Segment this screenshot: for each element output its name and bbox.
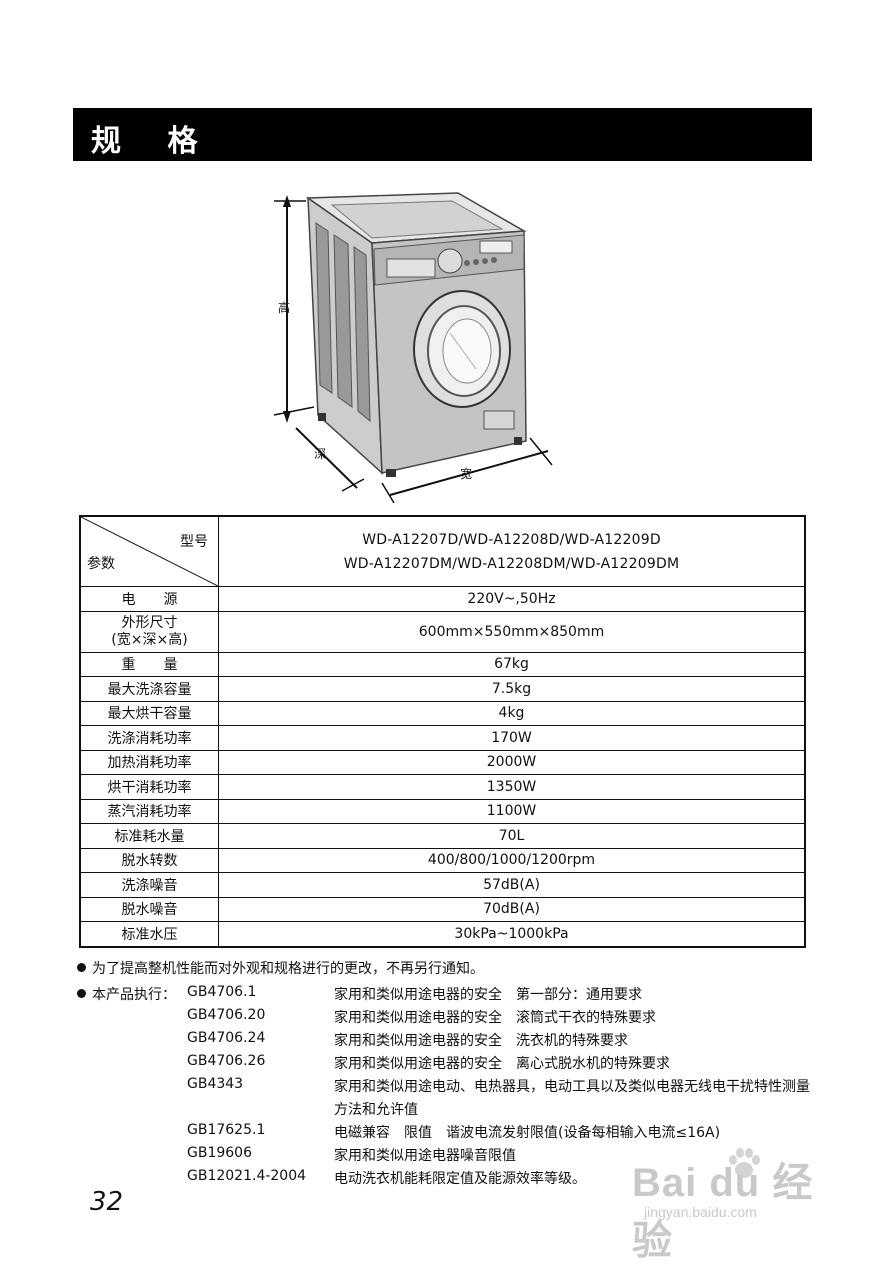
change-notice: 为了提高整机性能而对外观和规格进行的更改，不再另行通知。: [77, 958, 484, 978]
standard-code: GB4706.1: [187, 984, 257, 1000]
bullet-icon: [77, 989, 86, 998]
page-number: 32: [90, 1187, 124, 1217]
param-cell: 洗涤噪音: [79, 872, 219, 898]
bullet-icon: [77, 963, 86, 972]
header-diagonal-cell: 型号 参数: [79, 515, 219, 587]
washing-machine-illustration: 高 深 宽: [262, 183, 562, 504]
standard-code: GB4706.26: [187, 1053, 266, 1069]
table-row: 蒸汽消耗功率 1100W: [79, 798, 806, 824]
value-cell: 2000W: [218, 749, 806, 775]
param-cell: 最大洗涤容量: [79, 676, 219, 702]
value-cell: 57dB(A): [218, 872, 806, 898]
depth-label: 深: [314, 447, 327, 461]
table-row: 最大烘干容量 4kg: [79, 700, 806, 726]
standard-description: 家用和类似用途电器的安全 离心式脱水机的特殊要求: [334, 1056, 670, 1072]
table-row: 洗涤消耗功率 170W: [79, 725, 806, 751]
model-label: 型号: [180, 534, 208, 550]
value-cell: 7.5kg: [218, 676, 806, 702]
watermark-logo-text: Bai du 经验: [632, 1161, 814, 1263]
standard-description: 电磁兼容 限值 谐波电流发射限值(设备每相输入电流≤16A): [334, 1125, 721, 1141]
section-title: 规 格: [91, 124, 216, 159]
standard-code: GB17625.1: [187, 1122, 266, 1138]
value-cell: 400/800/1000/1200rpm: [218, 847, 806, 873]
table-header-row: 型号 参数 WD-A12207D/WD-A12208D/WD-A12209D W…: [79, 515, 806, 587]
baidu-jingyan-watermark: Bai du 经验 jingyan.baidu.com: [632, 1148, 832, 1263]
standard-code: GB4706.20: [187, 1007, 266, 1023]
param-cell: 洗涤消耗功率: [79, 725, 219, 751]
standard-description: 家用和类似用途电器的安全 洗衣机的特殊要求: [334, 1033, 628, 1049]
standards-lead-text: 本产品执行：: [92, 987, 176, 1003]
value-cell: 67kg: [218, 651, 806, 677]
param-cell: 烘干消耗功率: [79, 774, 219, 800]
param-cell: 重 量: [79, 651, 219, 677]
standard-code: GB4706.24: [187, 1030, 266, 1046]
value-cell: 1100W: [218, 798, 806, 824]
param-cell: 外形尺寸 (宽×深×高): [79, 610, 219, 653]
standard-code: GB19606: [187, 1145, 252, 1161]
table-row: 脱水转数 400/800/1000/1200rpm: [79, 847, 806, 873]
model-line-2: WD-A12207DM/WD-A12208DM/WD-A12209DM: [343, 555, 680, 572]
value-cell: 1350W: [218, 774, 806, 800]
param-label: 参数: [87, 556, 115, 572]
table-row: 电 源 220V~,50Hz: [79, 586, 806, 612]
header-diagonal-line: [81, 517, 218, 586]
param-label-main: 外形尺寸: [121, 614, 178, 631]
width-label: 宽: [460, 467, 473, 481]
param-cell: 脱水噪音: [79, 896, 219, 922]
value-cell: 30kPa~1000kPa: [218, 921, 806, 947]
table-row: 加热消耗功率 2000W: [79, 749, 806, 775]
table-row: 外形尺寸 (宽×深×高) 600mm×550mm×850mm: [79, 610, 806, 653]
standard-code: GB4343: [187, 1076, 244, 1092]
param-cell: 蒸汽消耗功率: [79, 798, 219, 824]
param-cell: 最大烘干容量: [79, 700, 219, 726]
param-cell: 标准水压: [79, 921, 219, 947]
model-line-1: WD-A12207D/WD-A12208D/WD-A12209D: [362, 531, 661, 548]
table-row: 标准水压 30kPa~1000kPa: [79, 921, 806, 947]
table-row: 洗涤噪音 57dB(A): [79, 872, 806, 898]
standard-description: 家用和类似用途电器的安全 第一部分：通用要求: [334, 987, 642, 1003]
value-cell: 4kg: [218, 700, 806, 726]
table-row: 烘干消耗功率 1350W: [79, 774, 806, 800]
value-cell: 600mm×550mm×850mm: [218, 610, 806, 653]
value-cell: 170W: [218, 725, 806, 751]
param-label-sub: (宽×深×高): [111, 631, 188, 648]
standard-description: 家用和类似用途电器的安全 滚筒式干衣的特殊要求: [334, 1010, 656, 1026]
standard-description: 家用和类似用途电器噪音限值: [334, 1148, 516, 1164]
table-row: 最大洗涤容量 7.5kg: [79, 676, 806, 702]
param-cell: 脱水转数: [79, 847, 219, 873]
table-row: 重 量 67kg: [79, 651, 806, 677]
paw-icon: [729, 1148, 760, 1178]
value-cell: 70dB(A): [218, 896, 806, 922]
table-row: 脱水噪音 70dB(A): [79, 896, 806, 922]
param-cell: 电 源: [79, 586, 219, 612]
model-numbers-cell: WD-A12207D/WD-A12208D/WD-A12209D WD-A122…: [218, 515, 806, 587]
standard-description: 家用和类似用途电动、电热器具，电动工具以及类似电器无线电干扰特性测量方法和允许值: [334, 1079, 810, 1118]
standard-code: GB12021.4-2004: [187, 1168, 307, 1184]
watermark-url: jingyan.baidu.com: [644, 1204, 757, 1220]
section-header-bar: 规 格: [73, 108, 812, 161]
washing-machine-drawing: [273, 192, 553, 504]
param-cell: 标准耗水量: [79, 823, 219, 849]
standard-description: 电动洗衣机能耗限定值及能源效率等级。: [334, 1171, 586, 1187]
specifications-table: 型号 参数 WD-A12207D/WD-A12208D/WD-A12209D W…: [79, 515, 806, 948]
param-cell: 加热消耗功率: [79, 749, 219, 775]
height-label: 高: [278, 301, 291, 315]
table-row: 标准耗水量 70L: [79, 823, 806, 849]
change-notice-text: 为了提高整机性能而对外观和规格进行的更改，不再另行通知。: [92, 961, 484, 977]
value-cell: 220V~,50Hz: [218, 586, 806, 612]
value-cell: 70L: [218, 823, 806, 849]
standards-lead: 本产品执行：: [77, 984, 176, 1004]
